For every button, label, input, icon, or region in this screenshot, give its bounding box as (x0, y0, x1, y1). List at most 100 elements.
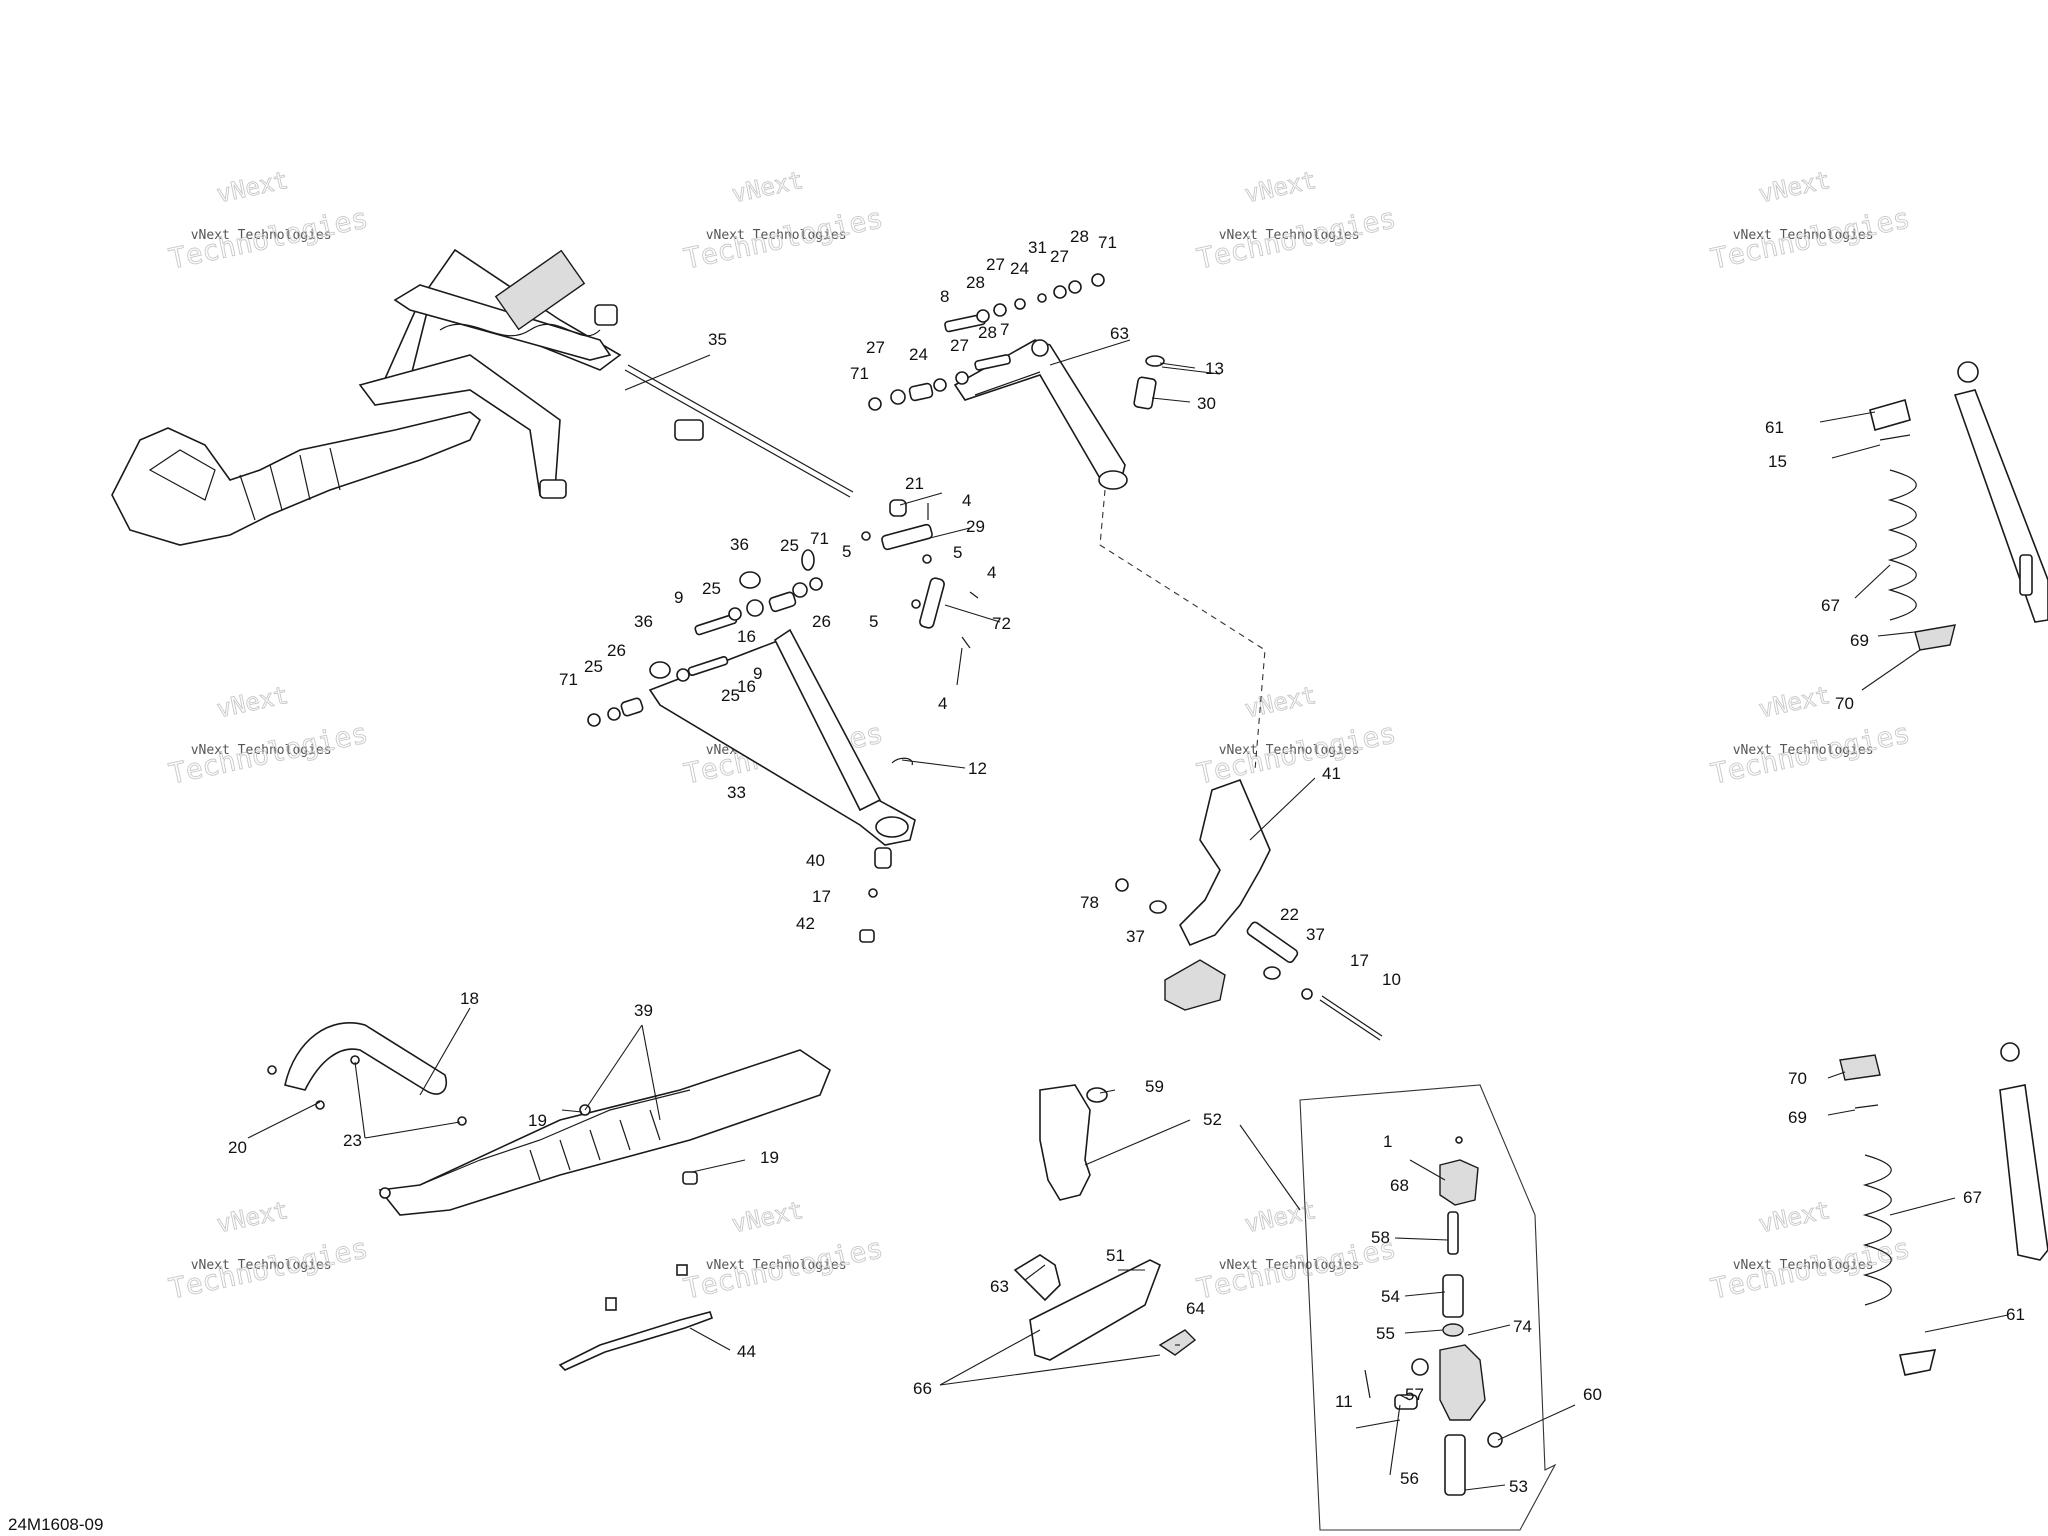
watermark-line2: vNext Technologies (1219, 228, 1360, 243)
callout-16a: 16 (737, 627, 756, 646)
watermark-line3: Technologies (681, 201, 886, 275)
callout-18: 18 (460, 989, 479, 1008)
watermark-line1: vNext (729, 1196, 805, 1238)
watermark-line1: vNext (1242, 1196, 1318, 1238)
callout-71a: 71 (1098, 233, 1117, 252)
ski-loop (267, 1022, 467, 1126)
watermark-line3: Technologies (1708, 201, 1913, 275)
callout-17b: 17 (1350, 951, 1369, 970)
callout-42: 42 (796, 914, 815, 933)
callout-25c: 25 (584, 657, 603, 676)
callout-51: 51 (1106, 1246, 1125, 1265)
watermark-line1: vNext (1756, 681, 1832, 723)
callout-63: 63 (990, 1277, 1009, 1296)
callout-25b: 25 (702, 579, 721, 598)
callout-7: 7 (1000, 320, 1009, 339)
watermark-line2: vNext Technologies (1733, 743, 1874, 758)
callout-5b: 5 (953, 543, 962, 562)
callout-1: 1 (1383, 1132, 1392, 1151)
callout-70b: 70 (1788, 1069, 1807, 1088)
watermark: vNext vNext Technologies Technologies (166, 166, 372, 277)
callout-26a: 26 (812, 612, 831, 631)
steering-spindle-arm (1039, 1084, 1108, 1201)
callout-71d: 71 (559, 670, 578, 689)
callout-13: 13 (1205, 359, 1224, 378)
callout-24b: 24 (909, 345, 928, 364)
watermark: vNext vNext Technologies Technologies (166, 1196, 372, 1307)
watermark: vNext vNext Technologies Technologies (1708, 681, 1914, 792)
spindle (1115, 778, 1383, 1041)
watermark-line3: Technologies (681, 1231, 886, 1305)
watermark: vNext vNext Technologies Technologies (1194, 681, 1400, 792)
ski (378, 1049, 831, 1216)
watermark-line2: vNext Technologies (1733, 228, 1874, 243)
watermark-line1: vNext (214, 166, 290, 208)
suspension-assembly-overview (111, 248, 704, 546)
callout-27b: 27 (1050, 247, 1069, 266)
callout-29: 29 (966, 517, 985, 536)
callout-22: 22 (1280, 905, 1299, 924)
watermark-line2: vNext Technologies (706, 1258, 847, 1273)
lower-a-arm (648, 628, 916, 943)
watermark-line3: Technologies (1708, 716, 1913, 790)
callout-19a: 19 (528, 1111, 547, 1130)
callout-37a: 37 (1126, 927, 1145, 946)
watermark: vNext vNext Technologies Technologies (166, 681, 372, 792)
callout-58: 58 (1371, 1228, 1390, 1247)
callout-20: 20 (228, 1138, 247, 1157)
callout-27a: 27 (986, 255, 1005, 274)
callout-28a: 28 (966, 273, 985, 292)
callout-74: 74 (1513, 1317, 1532, 1336)
watermark-line1: vNext (214, 681, 290, 723)
watermark: vNext vNext Technologies Technologies (1708, 1196, 1914, 1307)
callout-53: 53 (1509, 1477, 1528, 1496)
callout-8: 8 (940, 287, 949, 306)
watermark-line2: vNext Technologies (191, 1258, 332, 1273)
watermark-line2: vNext Technologies (1219, 1258, 1360, 1273)
watermark-line3: Technologies (166, 1231, 371, 1305)
watermark: vNext vNext Technologies Technologies (1194, 166, 1400, 277)
callout-70a: 70 (1835, 694, 1854, 713)
long-rod (624, 369, 851, 498)
callout-69b: 69 (1788, 1108, 1807, 1127)
callout-69a: 69 (1850, 631, 1869, 650)
callout-28c: 28 (978, 323, 997, 342)
callout-12: 12 (968, 759, 987, 778)
upper-shock-absorber (1869, 361, 2048, 651)
watermark: vNext vNext Technologies Technologies (681, 166, 887, 277)
callout-15: 15 (1768, 452, 1787, 471)
watermark-line3: Technologies (166, 716, 371, 790)
watermark-line2: vNext Technologies (191, 743, 332, 758)
callout-25d: 25 (721, 686, 740, 705)
watermark-line2: vNext Technologies (1219, 743, 1360, 758)
callout-30: 30 (1197, 394, 1216, 413)
callout-21: 21 (905, 474, 924, 493)
watermark-line1: vNext (1756, 166, 1832, 208)
callout-25a: 25 (780, 536, 799, 555)
callout-37b: 37 (1306, 925, 1325, 944)
callout-31: 31 (1028, 238, 1047, 257)
callout-5c: 5 (869, 612, 878, 631)
watermark-line1: vNext (214, 1196, 290, 1238)
watermark-line1: vNext (729, 166, 805, 208)
callout-44: 44 (737, 1342, 756, 1361)
callout-72: 72 (992, 614, 1011, 633)
callout-33: 33 (727, 783, 746, 802)
callout-61a: 61 (1765, 418, 1784, 437)
watermark-line2: vNext Technologies (191, 228, 332, 243)
callout-labels: 35 63 13 30 8 28 27 24 31 27 28 71 27 24… (228, 227, 2025, 1496)
callout-19b: 19 (760, 1148, 779, 1167)
carbide-runner (558, 1264, 714, 1371)
callout-9b: 9 (753, 664, 762, 683)
watermark-line1: vNext (1756, 1196, 1832, 1238)
upper-arm-hardware (868, 273, 1165, 411)
callout-24a: 24 (1010, 259, 1029, 278)
watermark-line3: Technologies (1194, 1231, 1399, 1305)
watermark-line1: vNext (1242, 681, 1318, 723)
callout-17a: 17 (812, 887, 831, 906)
callout-4a: 4 (962, 491, 971, 510)
callout-4b: 4 (987, 563, 996, 582)
lower-shock-absorber (1839, 1042, 2048, 1376)
callout-26b: 26 (607, 641, 626, 660)
